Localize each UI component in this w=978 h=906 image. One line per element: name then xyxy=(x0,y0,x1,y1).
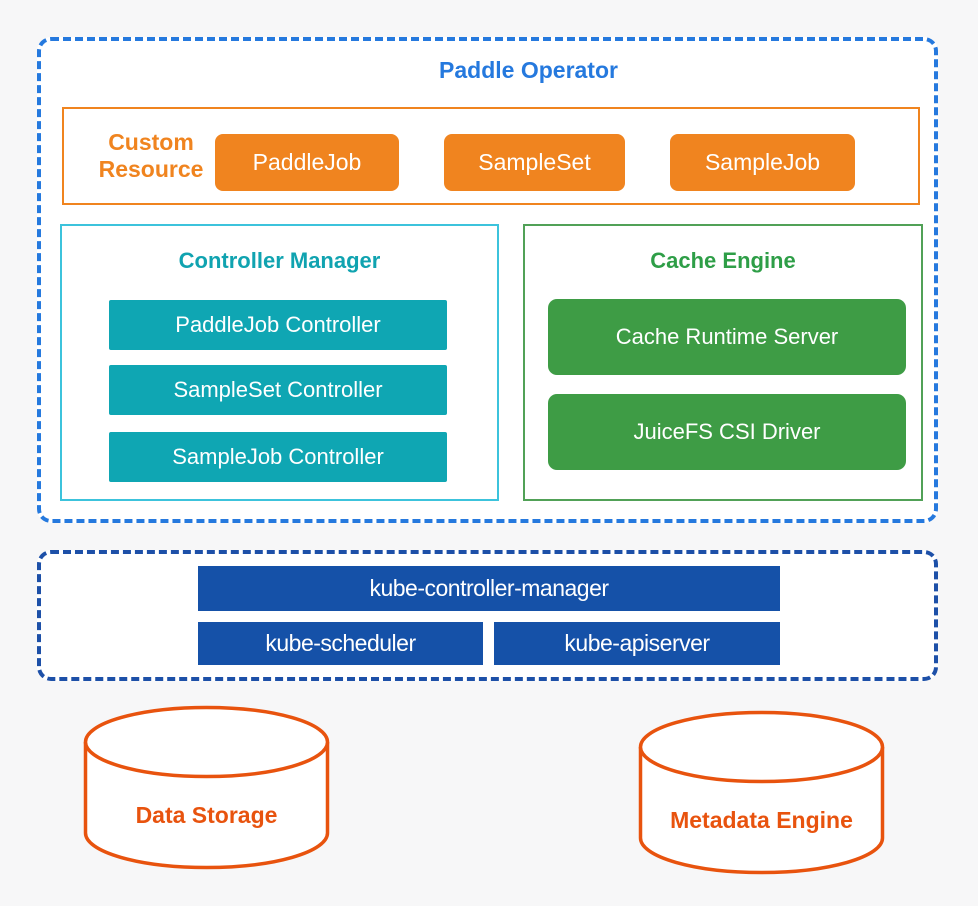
data-storage-cylinder: Data Storage xyxy=(83,705,330,870)
node-samplejob-controller: SampleJob Controller xyxy=(109,432,447,482)
paddle-operator-group: Paddle Operator Custom Resource PaddleJo… xyxy=(37,37,938,523)
custom-resource-label: Custom Resource xyxy=(98,129,204,182)
data-storage-label: Data Storage xyxy=(135,802,278,828)
node-sampleset-controller: SampleSet Controller xyxy=(109,365,447,415)
node-kube-controller-manager: kube-controller-manager xyxy=(198,566,780,611)
node-paddlejob: PaddleJob xyxy=(215,134,399,191)
node-samplejob: SampleJob xyxy=(670,134,855,191)
node-kube-scheduler: kube-scheduler xyxy=(198,622,483,665)
cache-engine-panel: Cache Engine Cache Runtime Server JuiceF… xyxy=(523,224,923,501)
node-juicefs-csi-driver: JuiceFS CSI Driver xyxy=(548,394,906,470)
metadata-engine-cylinder: Metadata Engine xyxy=(638,710,885,875)
database-cylinder-icon xyxy=(638,710,885,875)
kubernetes-group: kube-controller-manager kube-scheduler k… xyxy=(37,550,938,681)
node-paddlejob-controller: PaddleJob Controller xyxy=(109,300,447,350)
controller-manager-panel: Controller Manager PaddleJob Controller … xyxy=(60,224,499,501)
node-sampleset: SampleSet xyxy=(444,134,625,191)
database-cylinder-icon xyxy=(83,705,330,870)
controller-manager-title: Controller Manager xyxy=(178,248,381,273)
node-kube-apiserver: kube-apiserver xyxy=(494,622,780,665)
node-cache-runtime-server: Cache Runtime Server xyxy=(548,299,906,375)
cache-engine-title: Cache Engine xyxy=(650,248,796,273)
custom-resource-panel: Custom Resource PaddleJob SampleSet Samp… xyxy=(62,107,920,205)
paddle-operator-title: Paddle Operator xyxy=(439,57,618,83)
metadata-engine-label: Metadata Engine xyxy=(670,807,853,833)
